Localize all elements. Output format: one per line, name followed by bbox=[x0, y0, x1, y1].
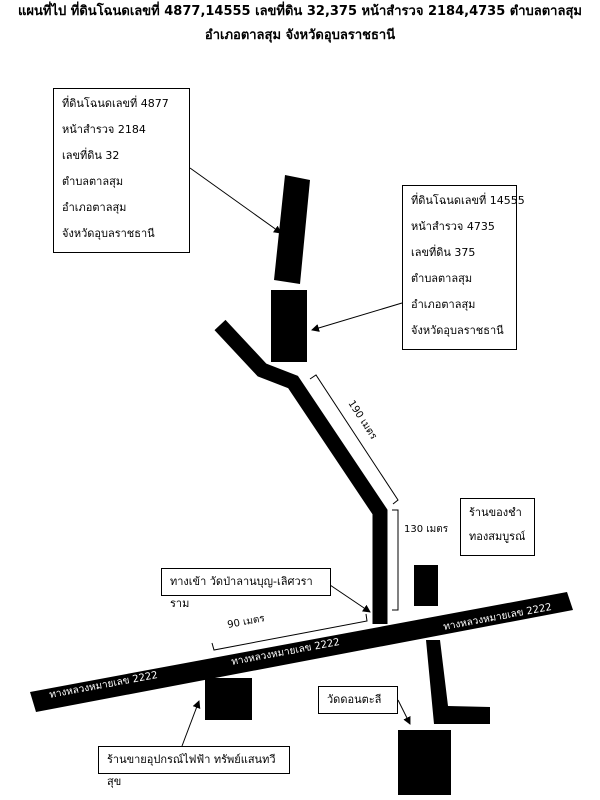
pointer-parcel-4877 bbox=[189, 167, 282, 234]
distance-190-line bbox=[309, 374, 399, 505]
electric-shop-label: ร้านขายอุปกรณ์ไฟฟ้า ทรัพย์แสนทวีสุข bbox=[98, 746, 290, 788]
parcel-4877-block bbox=[274, 175, 310, 284]
parcel-14555-info: ที่ดินโฉนดเลขที่ 14555 หน้าสำรวจ 4735 เล… bbox=[402, 185, 525, 350]
map-title-line1: แผนที่ไป ที่ดินโฉนดเลขที่ 4877,14555 เลข… bbox=[18, 4, 582, 19]
side-road-south bbox=[426, 640, 490, 724]
pointer-temple bbox=[397, 699, 411, 725]
pointer-temple-entrance bbox=[329, 584, 371, 613]
pointer-parcel-14555 bbox=[311, 302, 403, 332]
entrance-road bbox=[214, 319, 388, 624]
grocery-shop-info: ร้านของชำ ทองสมบูรณ์ bbox=[460, 498, 535, 556]
grocery-shop-block bbox=[414, 565, 438, 606]
distance-130-line bbox=[392, 509, 399, 611]
temple-entrance-label: ทางเข้า วัดป่าลานบุญ-เลิศวราราม bbox=[161, 568, 331, 610]
electric-shop-block bbox=[205, 678, 252, 720]
distance-190-label: 190 เมตร bbox=[345, 399, 379, 443]
parcel-4877-info: ที่ดินโฉนดเลขที่ 4877 หน้าสำรวจ 2184 เลข… bbox=[53, 88, 190, 253]
highway-2222 bbox=[30, 592, 573, 712]
parcel-14555-block bbox=[271, 290, 307, 362]
map-title-line2: อำเภอตาลสุม จังหวัดอุบลราชธานี bbox=[204, 28, 396, 43]
temple-label: วัดดอนตะลี bbox=[318, 686, 398, 714]
distance-130-label: 130 เมตร bbox=[404, 524, 449, 535]
distance-90-line bbox=[211, 613, 368, 651]
distance-90-label: 90 เมตร bbox=[227, 613, 267, 631]
temple-block bbox=[398, 730, 451, 795]
pointer-electric-shop bbox=[181, 700, 201, 747]
